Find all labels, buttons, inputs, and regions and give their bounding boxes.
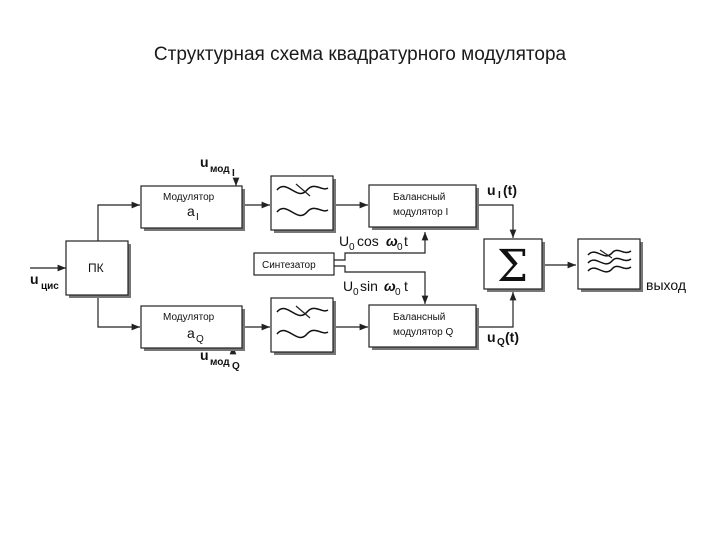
page-title: Структурная схема квадратурного модулято… (153, 44, 567, 65)
svg-text:u: u (487, 182, 496, 198)
svg-text:u: u (487, 329, 496, 345)
filter-i-wave-icon (276, 185, 329, 195)
summer-block: Σ (483, 238, 545, 292)
svg-text:U: U (343, 278, 353, 294)
sin-carrier-label: U 0 sin ω 0 t (343, 278, 408, 298)
svg-text:I: I (232, 168, 235, 179)
svg-text:sin: sin (360, 278, 378, 294)
svg-text:I: I (196, 212, 199, 223)
svg-text:u: u (200, 347, 209, 363)
svg-text:мод: мод (210, 357, 230, 368)
uq-t-label: u Q (t) (487, 329, 519, 348)
svg-text:мод: мод (210, 164, 230, 175)
svg-text:0: 0 (349, 242, 355, 253)
umod-i-label: u мод I (200, 154, 235, 179)
wire-balanced-i-sum (476, 204, 517, 238)
svg-text:Синтезатор: Синтезатор (262, 260, 316, 271)
modulator-i-a: a (187, 203, 195, 219)
cos-carrier-label: U 0 cos ω 0 t (339, 233, 408, 253)
synthesizer-block: Синтезатор (253, 252, 335, 276)
svg-text:0: 0 (397, 242, 403, 253)
svg-text:(t): (t) (503, 182, 517, 198)
output-filter-block (577, 238, 643, 292)
pk-block: ПК (65, 240, 131, 298)
balanced-modulator-q-block: Балансный модулятор Q (368, 304, 479, 350)
svg-text:модулятор I: модулятор I (393, 207, 448, 218)
svg-text:Балансный: Балансный (393, 192, 445, 203)
svg-text:cos: cos (357, 233, 379, 249)
svg-text:u: u (200, 154, 209, 170)
balanced-modulator-i-block: Балансный модулятор I (368, 184, 479, 230)
sum-icon: Σ (497, 241, 528, 292)
svg-text:t: t (404, 278, 408, 294)
svg-text:Q: Q (497, 337, 505, 348)
wire-balanced-q-sum (476, 292, 517, 328)
svg-text:U: U (339, 233, 349, 249)
svg-text:0: 0 (353, 287, 359, 298)
modulator-q-label: Модулятор (163, 312, 215, 323)
svg-text:u: u (30, 271, 39, 287)
filter-q-wave-icon (276, 307, 329, 317)
wire-synth-cos (334, 232, 429, 261)
svg-text:0: 0 (395, 287, 401, 298)
svg-text:Балансный: Балансный (393, 312, 445, 323)
svg-text:Q: Q (232, 361, 240, 372)
svg-text:(t): (t) (505, 329, 519, 345)
svg-text:t: t (404, 233, 408, 249)
wire-pk-modulator-i (97, 201, 140, 241)
svg-text:ω: ω (384, 278, 396, 294)
synthesizer-box (253, 252, 335, 276)
modulator-i-label: Модулятор (163, 192, 215, 203)
wire-synth-sin (334, 265, 429, 304)
svg-text:модулятор Q: модулятор Q (393, 327, 453, 338)
svg-text:Q: Q (196, 334, 204, 345)
output-wave-icon (587, 249, 632, 257)
ui-t-label: u I (t) (487, 182, 517, 201)
pk-label: ПК (88, 261, 104, 275)
filter-q-block (270, 297, 336, 355)
modulator-i-block: Модулятор a I (140, 185, 245, 231)
svg-text:I: I (498, 190, 501, 201)
output-label: выход (646, 277, 686, 293)
wire-pk-modulator-q (97, 296, 140, 331)
svg-text:ω: ω (386, 233, 398, 249)
filter-i-slash-icon (295, 183, 311, 197)
umod-q-label: u мод Q (200, 347, 240, 372)
filter-i-block (270, 175, 336, 233)
input-signal-label: u цис (30, 271, 59, 292)
modulator-q-block: Модулятор a Q (140, 305, 245, 351)
filter-q-slash-icon (295, 305, 311, 319)
modulator-q-a: a (187, 325, 195, 341)
connections (30, 177, 576, 355)
svg-text:цис: цис (41, 281, 59, 292)
